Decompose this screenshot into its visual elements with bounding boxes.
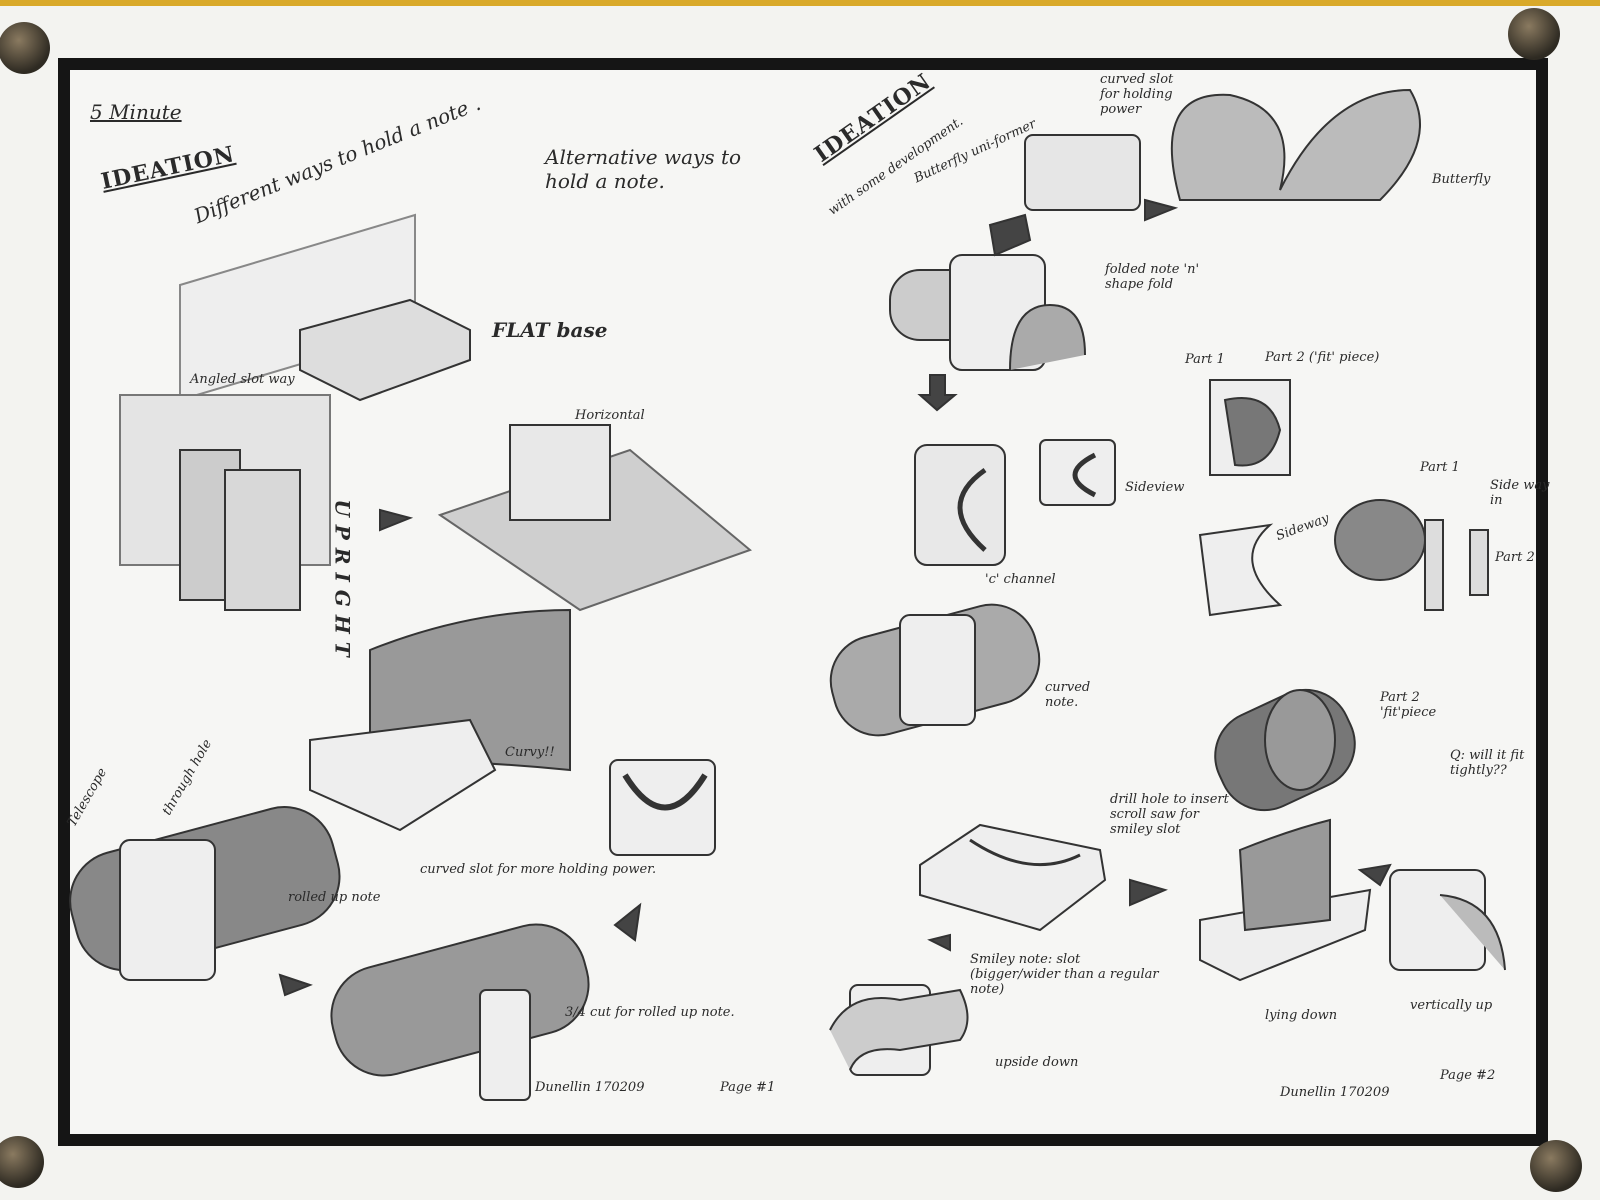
sketch-c-holder-left [609, 759, 716, 856]
sketch-smiley-slot [919, 818, 1506, 982]
page1-subheading: Alternative ways to hold a note. [545, 145, 742, 193]
sketch-telescope [69, 806, 341, 981]
sketch-folded-note [889, 254, 1086, 371]
sketch-part-pieces [1198, 379, 1489, 617]
sketch-upside-down [829, 984, 969, 1076]
label-part2-b: Part 2 [1495, 550, 1535, 565]
sketch-curved-note-tube [829, 603, 1041, 737]
label-part2-fit: Part 2 ('fit' piece) [1265, 350, 1380, 365]
label-curved-slot: curved slot for more holding power. [420, 862, 657, 877]
sketch-c-channel [914, 439, 1116, 566]
label-lying-down: lying down [1265, 1008, 1338, 1023]
pin-top-left [0, 22, 50, 74]
label-horizontal: Horizontal [575, 408, 645, 423]
label-five-minute: 5 Minute [90, 100, 182, 124]
label-rolled-up: rolled up note [288, 890, 381, 905]
label-part1-b: Part 1 [1420, 460, 1460, 475]
sketch-fit-piece [1214, 688, 1356, 812]
page-number-1: Page #1 [720, 1080, 776, 1095]
sketch-butterfly-uniformer [1024, 88, 1421, 211]
pin-bottom-left [0, 1136, 44, 1188]
sketch-three-quarter [330, 923, 590, 1101]
page-number-2: Page #2 [1440, 1068, 1496, 1083]
label-part1: Part 1 [1185, 352, 1225, 367]
sketch-horizontal [437, 424, 752, 612]
label-upright: UPRIGHT [330, 499, 355, 665]
direction-arrows [278, 198, 1392, 997]
pin-top-right [1508, 8, 1560, 60]
label-c-channel: 'c' channel [985, 572, 1056, 587]
signature-page1: Dunellin 170209 [535, 1080, 645, 1095]
label-drill-hole: drill hole to insert scroll saw for smil… [1110, 792, 1229, 837]
label-folded-note: folded note 'n' shape fold [1105, 262, 1200, 292]
label-sideview: Sideview [1125, 480, 1185, 495]
label-curvy: Curvy!! [505, 745, 555, 760]
label-vertically-up: vertically up [1410, 998, 1493, 1013]
pin-bottom-right [1530, 1140, 1582, 1192]
label-side-way-in: Side way in [1490, 478, 1550, 508]
sketch-curvy [309, 608, 571, 832]
sketch-angled-slot [119, 394, 331, 611]
label-curved-note: curved note. [1045, 680, 1091, 710]
sketch-flat-base [179, 213, 471, 402]
label-question: Q: will it fit tightly?? [1450, 748, 1525, 778]
label-upside-down: upside down [995, 1055, 1079, 1070]
label-part2-fit-piece: Part 2 'fit'piece [1380, 690, 1437, 720]
label-butterfly: Butterfly [1432, 172, 1491, 187]
label-angled-slot: Angled slot way [190, 372, 295, 387]
label-flat-base: FLAT base [492, 318, 608, 342]
label-smiley-slot: Smiley note: slot (bigger/wider than a r… [970, 952, 1159, 997]
signature-page2: Dunellin 170209 [1280, 1085, 1390, 1100]
label-curved-slot-holding: curved slot for holding power [1100, 72, 1174, 117]
sheet-border [58, 58, 1548, 1146]
label-three-quarter-cut: 3/4 cut for rolled up note. [565, 1005, 735, 1020]
